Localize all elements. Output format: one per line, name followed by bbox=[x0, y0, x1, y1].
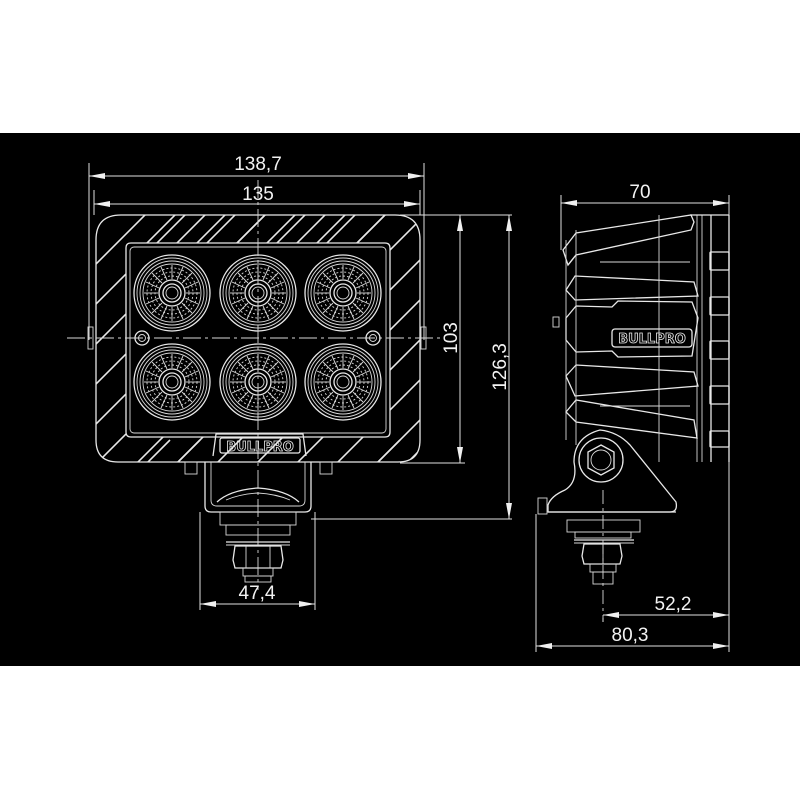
side-dimensions: 70 52,2 80,3 bbox=[535, 182, 730, 652]
dim-overall-width: 138,7 bbox=[234, 154, 282, 175]
brand-logo-side: BULLPRO bbox=[618, 332, 686, 347]
brand-logo-front: BULLPRO bbox=[226, 440, 294, 455]
led-1 bbox=[133, 254, 211, 332]
dim-housing-width: 135 bbox=[242, 184, 274, 205]
led-3 bbox=[304, 254, 382, 332]
led-4 bbox=[133, 343, 211, 421]
dim-overall-depth: 80,3 bbox=[612, 625, 649, 646]
front-dimensions: 138,7 135 103 126,3 47,4 bbox=[88, 154, 512, 610]
dim-bracket-width: 47,4 bbox=[239, 583, 276, 604]
dim-side-depth: 70 bbox=[629, 182, 650, 203]
dim-overall-height: 126,3 bbox=[490, 343, 511, 391]
side-view: BULLPRO bbox=[537, 214, 730, 618]
dim-bolt-to-back: 52,2 bbox=[655, 594, 692, 615]
led-6 bbox=[304, 343, 382, 421]
housing-outline bbox=[95, 214, 421, 463]
dim-housing-height: 103 bbox=[441, 322, 462, 354]
front-view: BULLPRO bbox=[67, 180, 440, 590]
